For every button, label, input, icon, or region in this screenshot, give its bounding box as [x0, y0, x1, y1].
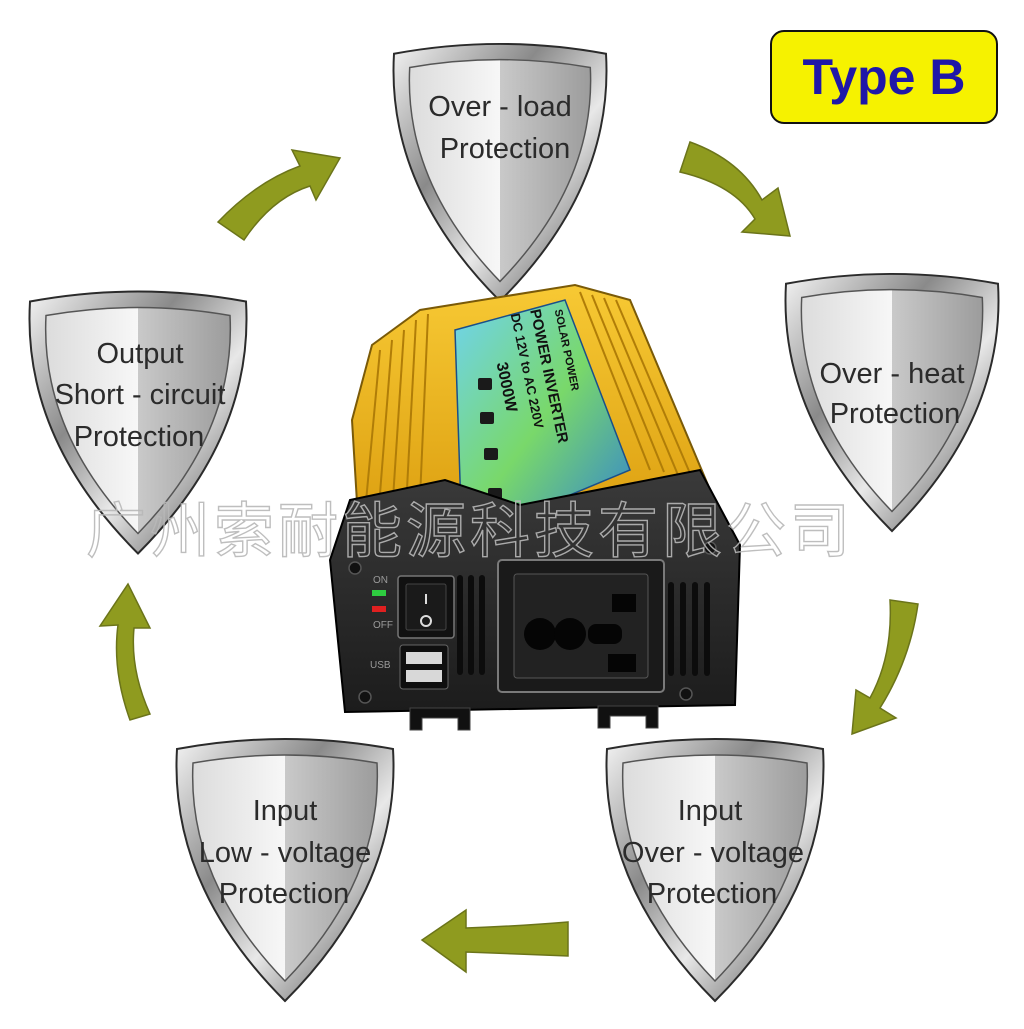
switch-off-label: OFF	[373, 620, 393, 631]
inverter-label-panel	[454, 299, 631, 542]
shield-overload-line1: Over - load	[428, 91, 571, 123]
vent-slots-right	[668, 582, 710, 676]
shield-output-shortcircuit-line1: Output	[96, 338, 183, 370]
shield-output-shortcircuit: Output Short - circuit Protection	[28, 290, 248, 555]
vent-slots-left	[457, 575, 485, 675]
rocker-switch[interactable]	[397, 575, 455, 639]
usb-ports[interactable]	[399, 644, 449, 690]
ac-socket[interactable]	[497, 559, 665, 693]
cycle-arrows	[98, 141, 919, 974]
power-inverter: POWER INVERTER DC 12V to AC 220V 3000W S…	[328, 283, 742, 731]
shield-input-lowvoltage-line2: Low - voltage	[199, 837, 372, 869]
shield-overload: Over - load Protection	[392, 42, 608, 303]
shield-input-lowvoltage-line1: Input	[253, 795, 318, 827]
type-badge-text: Type B	[802, 49, 966, 105]
company-watermark: 广州索耐能源科技有限公司	[86, 497, 854, 567]
arrow-right-down	[851, 599, 919, 736]
shield-input-overvoltage-line3: Protection	[647, 878, 778, 910]
shield-output-shortcircuit-line2: Short - circuit	[55, 379, 226, 411]
shield-output-shortcircuit-line3: Protection	[74, 421, 205, 453]
usb-label: USB	[370, 660, 391, 671]
led-on-indicator	[372, 590, 386, 596]
shield-overheat: Over - heat Protection	[784, 272, 1000, 533]
switch-on-label: ON	[373, 575, 388, 586]
led-off-indicator	[372, 606, 386, 612]
arrow-left-up	[98, 582, 152, 721]
mounting-feet	[409, 705, 659, 731]
shield-overheat-line2: Protection	[830, 398, 961, 430]
arrow-left-top	[216, 149, 342, 242]
shield-input-overvoltage-line1: Input	[678, 795, 743, 827]
endcap-screws	[348, 541, 717, 704]
shield-overheat-line1: Over - heat	[819, 358, 964, 390]
shield-input-lowvoltage: Input Low - voltage Protection	[175, 737, 395, 1003]
arrow-right-top	[679, 141, 791, 237]
shield-overload-line2: Protection	[440, 133, 571, 165]
shield-input-overvoltage: Input Over - voltage Protection	[605, 737, 825, 1003]
shield-input-overvoltage-line2: Over - voltage	[622, 837, 804, 869]
arrow-bottom-left	[420, 908, 569, 974]
type-badge: Type B	[770, 30, 998, 124]
shield-input-lowvoltage-line3: Protection	[219, 878, 350, 910]
